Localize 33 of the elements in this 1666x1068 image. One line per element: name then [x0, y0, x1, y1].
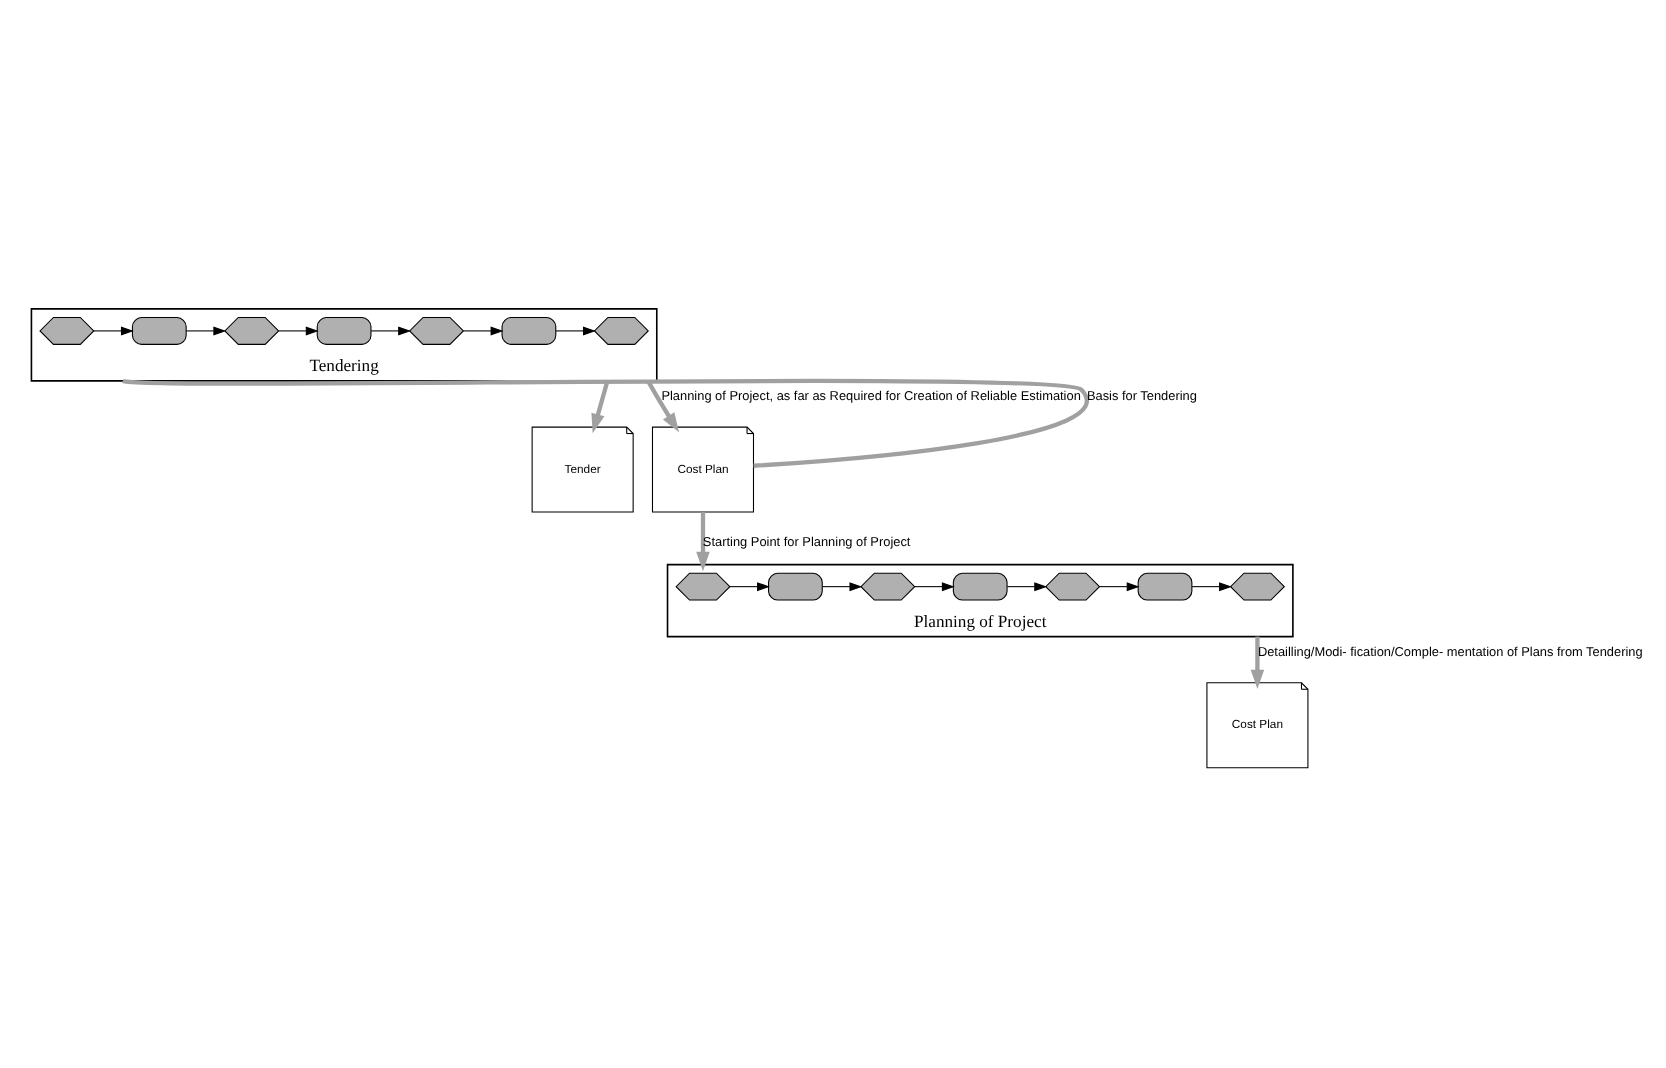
node-hexagon [593, 316, 649, 345]
arrow [370, 326, 412, 336]
node-hexagon [408, 316, 465, 345]
arrow [278, 326, 319, 336]
node-box [131, 316, 187, 345]
node-hexagon [224, 316, 280, 345]
arrow [463, 326, 504, 336]
connector [122, 378, 1089, 468]
node-box [952, 572, 1008, 601]
arrow [729, 582, 770, 592]
arrow [1099, 582, 1140, 592]
arrow [591, 380, 610, 434]
arrow [914, 582, 955, 592]
arrow [1191, 582, 1232, 592]
arrow [821, 582, 863, 592]
cluster: Tendering [30, 308, 658, 382]
node-hexagon [860, 572, 916, 601]
cluster: Planning of Project [666, 563, 1294, 638]
node-hexagon [675, 572, 731, 601]
node-hexagon [39, 316, 95, 345]
arrow [646, 379, 679, 433]
arrow [696, 512, 710, 572]
node-hexagon [1229, 572, 1286, 601]
arrow [1006, 582, 1048, 592]
node-box [1137, 572, 1193, 601]
node-box [768, 572, 823, 601]
node-hexagon [1045, 572, 1101, 601]
arrow [1250, 636, 1265, 690]
arrow [185, 326, 227, 336]
node-box [501, 316, 557, 345]
arrow [93, 326, 134, 336]
arrow [555, 326, 596, 336]
node-box [316, 316, 372, 345]
